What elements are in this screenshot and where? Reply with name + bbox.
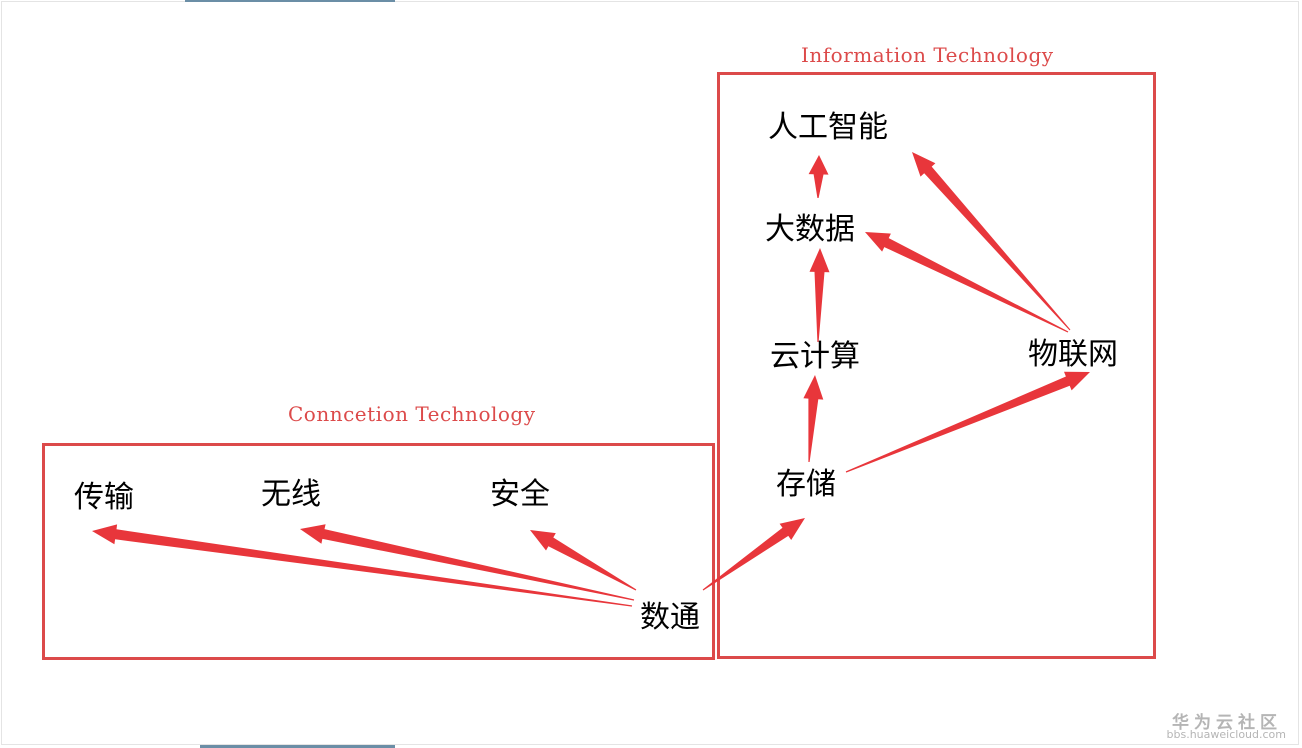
top-edge-strip — [185, 0, 395, 2]
node-cunchu: 存储 — [776, 467, 836, 502]
information-technology-box — [717, 72, 1156, 659]
connection-technology-title: Conncetion Technology — [288, 402, 536, 426]
node-chuanshu: 传输 — [74, 480, 134, 515]
node-dashuju: 大数据 — [765, 212, 855, 247]
bottom-edge-strip — [200, 745, 395, 748]
information-technology-title: Information Technology — [801, 43, 1054, 67]
node-yunjisuan: 云计算 — [770, 339, 860, 374]
node-wulianwang: 物联网 — [1028, 337, 1118, 372]
connection-technology-box — [42, 443, 715, 660]
node-anquan: 安全 — [490, 477, 550, 512]
node-rengong: 人工智能 — [768, 110, 888, 145]
watermark-brand: 华为云社区 — [1172, 713, 1282, 733]
node-shutong: 数通 — [640, 600, 700, 635]
watermark-url: bbs.huaweicloud.com — [1166, 728, 1286, 741]
node-wuxian: 无线 — [261, 477, 321, 512]
